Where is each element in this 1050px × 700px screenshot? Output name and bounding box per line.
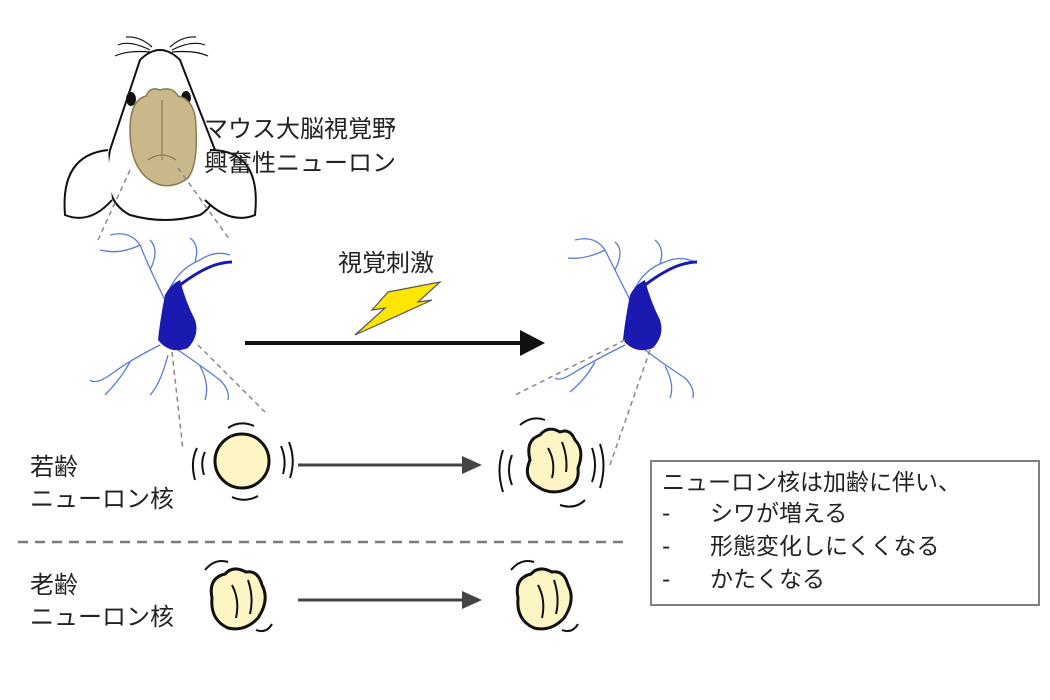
old-label-line1: 老齢 bbox=[30, 571, 78, 599]
summary-dash: - bbox=[662, 501, 671, 527]
stimulus-label: 視覚刺激 bbox=[338, 249, 434, 277]
young-nucleus-round bbox=[191, 422, 294, 501]
old-nucleus-after bbox=[510, 560, 579, 633]
mouse-label-line1: マウス大脳視覚野 bbox=[204, 115, 396, 143]
summary-box: ニューロン核は加齢に伴い、 - シワが増える - 形態変化しにくくなる - かたくなる bbox=[650, 460, 1040, 606]
old-nucleus-before bbox=[204, 560, 273, 633]
summary-item-text: かたくなる bbox=[710, 567, 825, 593]
stimulus-arrow bbox=[245, 330, 545, 356]
young-nucleus-wrinkled bbox=[498, 417, 605, 508]
summary-title: ニューロン核は加齢に伴い、 bbox=[662, 470, 961, 496]
lightning-bolt-icon bbox=[354, 281, 442, 336]
summary-item-text: シワが増える bbox=[710, 501, 848, 527]
summary-dash: - bbox=[662, 534, 671, 560]
zoom-guide-lines-mouse bbox=[97, 167, 231, 241]
summary-item: - かたくなる bbox=[662, 564, 1028, 597]
old-label-line2: ニューロン核 bbox=[30, 603, 174, 631]
neuron-after-stimulus bbox=[554, 238, 698, 399]
young-label-line2: ニューロン核 bbox=[30, 485, 174, 513]
zoom-guide-lines-neurons bbox=[171, 339, 651, 466]
young-label-line1: 若齢 bbox=[30, 453, 78, 481]
summary-item: - 形態変化しにくくなる bbox=[662, 531, 1028, 564]
summary-item: - シワが増える bbox=[662, 498, 1028, 531]
summary-item-text: 形態変化しにくくなる bbox=[710, 534, 940, 560]
young-arrowhead bbox=[462, 456, 482, 474]
brain-illustration bbox=[129, 88, 198, 187]
old-arrowhead bbox=[462, 591, 482, 609]
summary-dash: - bbox=[662, 567, 671, 593]
neuron-before-stimulus bbox=[89, 233, 233, 401]
mouse-label-line2: 興奮性ニューロン bbox=[204, 149, 396, 177]
